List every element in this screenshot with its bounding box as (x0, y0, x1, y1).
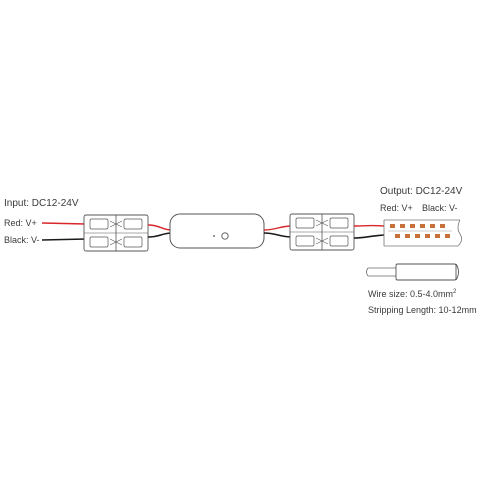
wire-size-superscript: 2 (453, 289, 457, 295)
input-black-label: Black: V- (4, 235, 40, 245)
input-connector (83, 214, 149, 252)
stripping-length-label: Stripping Length: 10-12mm (368, 305, 477, 315)
stripped-wire-illustration (366, 263, 459, 281)
output-wires (353, 224, 385, 239)
wire-size-label: Wire size: 0.5-4.0mm2 (368, 289, 456, 299)
controller-to-output-wires (263, 225, 293, 238)
output-red-label: Red: V+ (380, 203, 413, 213)
controller-button-icon (221, 232, 229, 240)
input-title: Input: DC12-24V (4, 198, 79, 209)
output-black-label: Black: V- (422, 203, 458, 213)
input-wires (41, 222, 87, 241)
controller-unit (169, 213, 265, 249)
led-strip (383, 219, 462, 247)
input-red-label: Red: V+ (4, 218, 37, 228)
led-chips (390, 224, 450, 238)
wire-size-text: Wire size: 0.5-4.0mm (368, 289, 454, 299)
input-to-controller-wires (147, 224, 173, 238)
controller-led-icon (213, 235, 215, 237)
output-connector (289, 213, 355, 251)
output-title: Output: DC12-24V (380, 186, 463, 197)
